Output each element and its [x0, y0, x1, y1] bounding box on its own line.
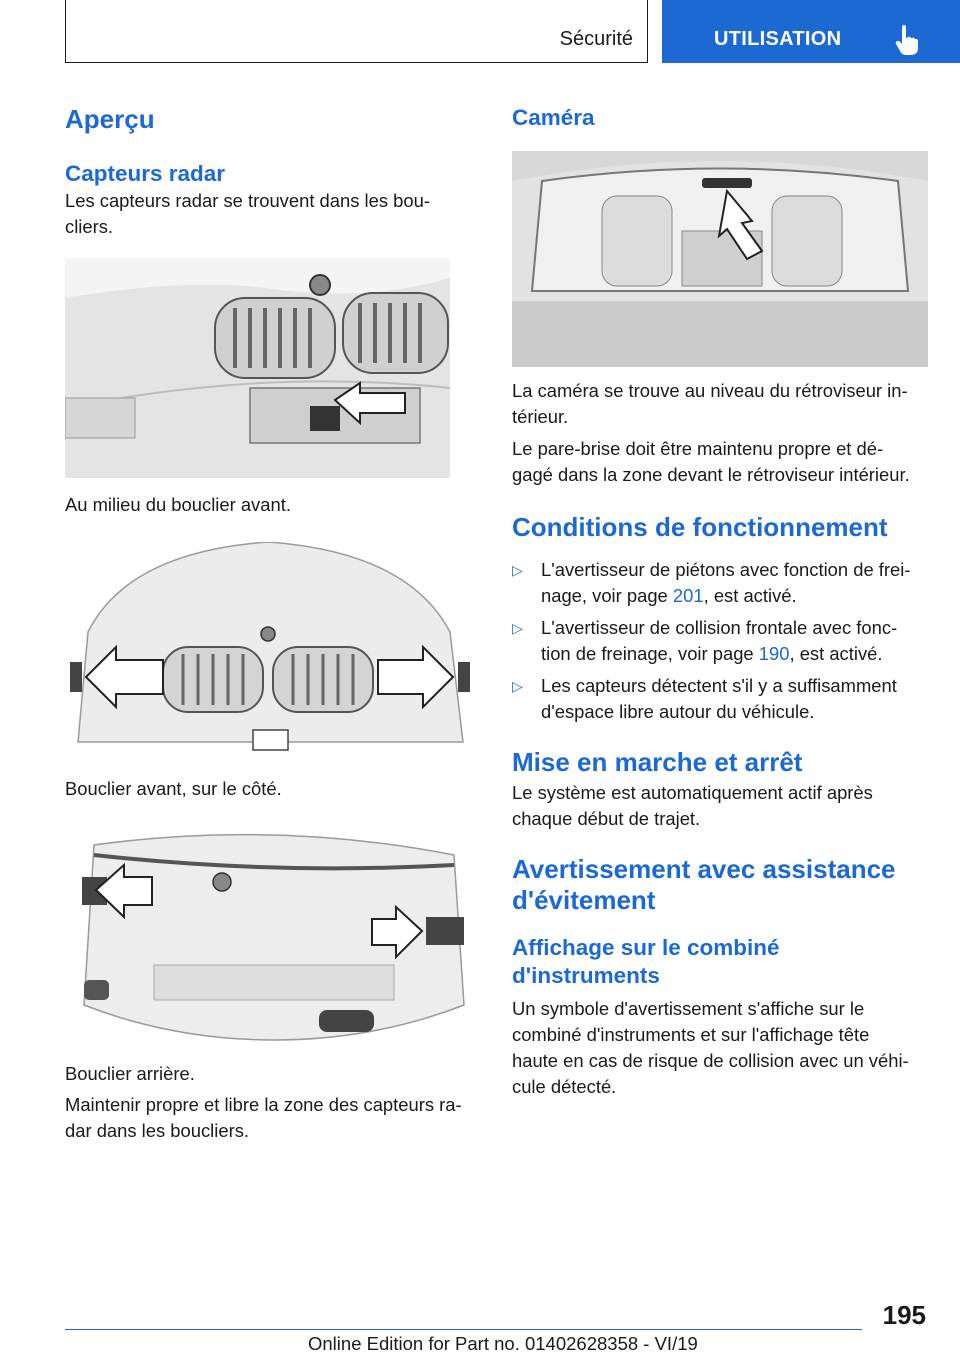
camera-text-1: La caméra se trouve au niveau du rétrovi…: [512, 380, 908, 427]
front-bumper-center-image: [65, 258, 450, 478]
radar-text: Les capteurs radar se trouvent dans les …: [65, 190, 430, 237]
page-link-190[interactable]: 190: [758, 643, 790, 664]
left-column: Aperçu Capteurs radar Les capteurs radar…: [65, 102, 478, 240]
bullet-text-end: , est activé.: [789, 643, 883, 664]
triangle-bullet-icon: ▷: [512, 678, 523, 694]
bullet-text: L'avertisseur de collision frontale avec…: [541, 617, 898, 664]
radar-heading: Capteurs radar: [65, 161, 226, 186]
warning-heading: Avertissement avec assistance d'évitemen…: [512, 854, 896, 915]
caption-front-center: Au milieu du bouclier avant.: [65, 494, 291, 515]
conditions-list: ▷ L'avertisseur de piétons avec fonction…: [512, 557, 928, 725]
camera-text-block: La caméra se trouve au niveau du rétrovi…: [512, 378, 928, 1100]
camera-section: Caméra: [512, 104, 928, 132]
camera-heading: Caméra: [512, 105, 595, 130]
bullet-text-end: , est activé.: [703, 585, 797, 606]
rear-bumper-image: [74, 825, 467, 1047]
list-item: ▷ Les capteurs détectent s'il y a suffis…: [512, 673, 928, 725]
page-link-201[interactable]: 201: [672, 585, 704, 606]
maintain-text: Maintenir propre et libre la zone des ca…: [65, 1094, 462, 1141]
display-heading: Affichage sur le combiné d'instruments: [512, 935, 780, 988]
pointing-hand-icon: [895, 25, 918, 55]
front-bumper-side-image: [68, 542, 470, 762]
header-tab-label: UTILISATION: [714, 28, 842, 50]
caption-front-side: Bouclier avant, sur le côté.: [65, 778, 282, 799]
bullet-text: Les capteurs détectent s'il y a suffisam…: [541, 675, 897, 722]
camera-interior-image: [512, 151, 928, 367]
bullet-text: L'avertisseur de piétons avec fonction d…: [541, 559, 911, 606]
triangle-bullet-icon: ▷: [512, 620, 523, 636]
header-section-box: Sécurité: [65, 0, 648, 63]
display-text: Un symbole d'avertissement s'affiche sur…: [512, 998, 909, 1097]
header-section-label: Sécurité: [559, 28, 633, 50]
camera-text-2: Le pare-brise doit être maintenu propre …: [512, 438, 910, 485]
onoff-heading: Mise en marche et arrêt: [512, 747, 803, 777]
onoff-text: Le système est automatiquement actif apr…: [512, 782, 873, 829]
footer-divider: [65, 1329, 862, 1330]
conditions-heading: Conditions de fonctionnement: [512, 512, 888, 542]
footer-edition: Online Edition for Part no. 01402628358 …: [308, 1333, 698, 1354]
list-item: ▷ L'avertisseur de piétons avec fonction…: [512, 557, 928, 609]
header-tab[interactable]: UTILISATION: [662, 0, 960, 63]
page-title: Aperçu: [65, 104, 155, 134]
caption-rear: Bouclier arrière.: [65, 1063, 195, 1084]
list-item: ▷ L'avertisseur de collision frontale av…: [512, 615, 928, 667]
triangle-bullet-icon: ▷: [512, 562, 523, 578]
page-number: 195: [882, 1300, 926, 1330]
